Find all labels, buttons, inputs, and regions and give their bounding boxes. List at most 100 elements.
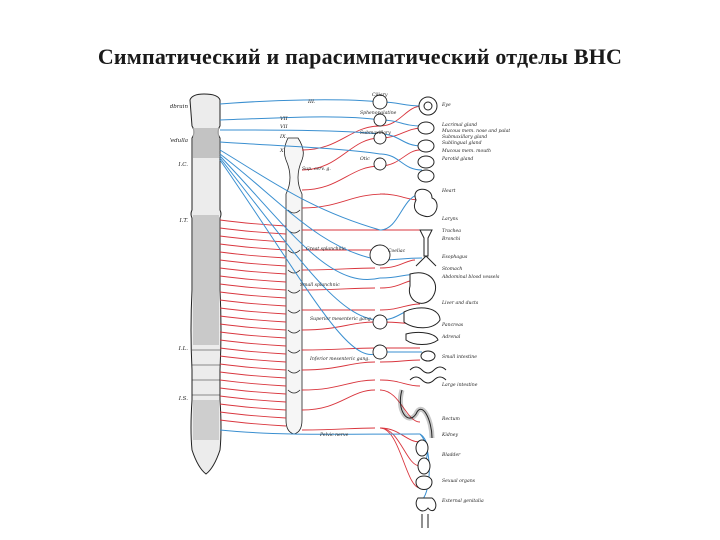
- organ-label-parotid-gland: Parotid gland: [441, 156, 473, 162]
- organ-label-abdominal-blood-vessels: Abdominal blood vessels: [441, 274, 500, 280]
- organ-label-large-intestine: Large intestine: [441, 382, 478, 388]
- organ-label-pancreas: Pancreas: [441, 322, 464, 328]
- parasympathetic-fiber: [219, 429, 421, 435]
- trunk-to-ganglion-fiber: [301, 267, 376, 271]
- heart-organ: [413, 188, 438, 218]
- cord-label-i-c: I.C.: [177, 162, 188, 168]
- cord-to-trunk-fiber: [219, 355, 287, 363]
- organ-label-heart: Heart: [441, 188, 456, 194]
- ganglion-label-superior-mesenteric-gang: Superior mesenteric gang.: [310, 316, 373, 322]
- slide-title: Симпатический и парасимпатический отделы…: [97, 44, 623, 69]
- ganglia: [369, 94, 391, 360]
- bronchi-organ: [415, 255, 437, 267]
- trunk-to-ganglion-fiber: [301, 125, 381, 151]
- trunk-to-ganglion-fiber: [301, 427, 376, 431]
- stomach-organ: [408, 272, 437, 304]
- ganglion-label-otic: Otic: [360, 156, 370, 162]
- trunk-to-ganglion-fiber: [301, 137, 381, 171]
- ganglion: [372, 344, 388, 360]
- sexual-organs-organ: [415, 497, 437, 512]
- cranial-nerve-label-ix: IX.: [279, 134, 288, 140]
- parasympathetic-fiber: [219, 157, 381, 321]
- ganglion-label-small-splanchnic: Small splanchnic: [300, 282, 340, 288]
- cord-to-trunk-fiber: [219, 419, 287, 427]
- organ-label-trachea: Trachea: [442, 228, 461, 234]
- cord-to-trunk-fiber: [219, 315, 287, 323]
- parasympathetic-fiber: [219, 99, 381, 105]
- organ-label-lacrimal-gland: Lacrimal gland: [441, 122, 477, 128]
- organ-label-external-genitalia: External genitalia: [441, 498, 484, 504]
- cord-to-trunk-fiber: [219, 339, 287, 347]
- ganglion: [373, 113, 387, 127]
- ganglion-to-organ-fiber: [379, 359, 421, 363]
- trunk-to-ganglion-fiber: [301, 193, 386, 209]
- organ-label-submaxillary-gland: Submaxillary gland: [442, 134, 487, 140]
- cord-to-trunk-fiber: [219, 251, 287, 259]
- cord-to-trunk-fiber: [219, 219, 287, 227]
- parasympathetic-fiber: [219, 116, 381, 121]
- organ-label-sublingual-gland: Sublingual gland: [442, 140, 482, 146]
- cord-label-i-s: I.S.: [178, 396, 188, 402]
- ganglion-label-submaxillary: Submaxillary: [360, 130, 391, 136]
- spinal-cord: [189, 93, 222, 475]
- ganglion: [372, 314, 388, 330]
- trunk-to-ganglion-fiber: [301, 379, 376, 391]
- organ-label-stomach: Stomach: [442, 266, 462, 272]
- parasympathetic-fiber: [219, 159, 381, 355]
- liver-organ: [403, 307, 441, 329]
- gland-organ: [417, 169, 435, 183]
- kidney-organ: [417, 457, 431, 475]
- cord-to-trunk-fiber: [219, 307, 287, 315]
- cord-label-medulla: Medulla: [170, 138, 188, 144]
- ganglion-to-organ-fiber: [379, 303, 421, 311]
- organ-label-small-intestine: Small intestine: [442, 354, 477, 360]
- ganglion-to-organ-fiber: [379, 193, 421, 201]
- cranial-nerve-label-vii: VII: [280, 116, 289, 122]
- autonomic-nervous-system-diagram: MidbrainMedullaI.C.I.T.I.L.I.S.III.VIIVI…: [170, 92, 510, 528]
- eye-pupil: [423, 101, 433, 111]
- organ-label-rectum: Rectum: [441, 416, 461, 422]
- organ-label-esophagus: Esophagus: [441, 254, 468, 260]
- parasympathetic-fiber: [219, 129, 381, 135]
- gland-organ: [417, 121, 435, 135]
- trunk-to-ganglion-fiber: [301, 347, 376, 351]
- ganglion: [369, 244, 391, 266]
- ganglion-to-organ-fiber: [379, 389, 421, 423]
- bladder-organ: [415, 475, 433, 490]
- organ-label-mucous-mem-nose-and-palate: Mucous mem. nose and palate: [441, 128, 510, 134]
- large-intestine-outline: [400, 389, 433, 439]
- organ-label-bladder: Bladder: [441, 452, 461, 458]
- cord-to-trunk-fiber: [219, 283, 287, 291]
- ganglion-to-organ-fiber: [379, 379, 421, 387]
- cord-to-trunk-fiber: [219, 379, 287, 387]
- organ-label-liver-and-ducts: Liver and ducts: [441, 300, 479, 306]
- external-genitalia-organ: [421, 514, 429, 528]
- organs: [398, 96, 447, 528]
- cord-to-trunk-fiber: [219, 299, 287, 307]
- cord-label-midbrain: Midbrain: [170, 104, 188, 110]
- organ-label-eye: Eye: [441, 102, 451, 108]
- ganglion-to-organ-fiber: [379, 105, 423, 127]
- parasympathetic-fiber: [219, 141, 381, 155]
- larynx-trachea-organ: [419, 229, 433, 257]
- cord-to-trunk-fiber: [219, 267, 287, 275]
- rectum-organ: [415, 439, 429, 457]
- cord-to-trunk-fiber: [219, 347, 287, 355]
- ganglion-to-organ-fiber: [379, 427, 421, 489]
- cord-to-trunk-fiber: [219, 387, 287, 395]
- gland-organ: [417, 155, 435, 169]
- organ-label-bronchi: Bronchi: [441, 236, 461, 242]
- cord-to-trunk-fiber: [219, 291, 287, 299]
- cord-label-i-t: I.T.: [178, 218, 188, 224]
- ganglion-label-great-splanchnic: Great splanchnic: [306, 246, 346, 252]
- cord-to-trunk-fiber: [219, 235, 287, 243]
- adrenal-organ: [420, 350, 436, 362]
- cord-to-trunk-fiber: [219, 395, 287, 403]
- cord-to-trunk-fiber: [219, 403, 287, 411]
- cord-to-trunk-fiber: [219, 227, 287, 235]
- parasympathetic-fiber: [219, 155, 381, 280]
- ganglion-label-ciliary: Ciliary: [372, 92, 388, 98]
- ganglion-label-coeliac: Coeliac: [388, 248, 406, 254]
- trunk-to-ganglion-fiber: [301, 361, 376, 371]
- parasympathetic-fiber: [379, 153, 423, 171]
